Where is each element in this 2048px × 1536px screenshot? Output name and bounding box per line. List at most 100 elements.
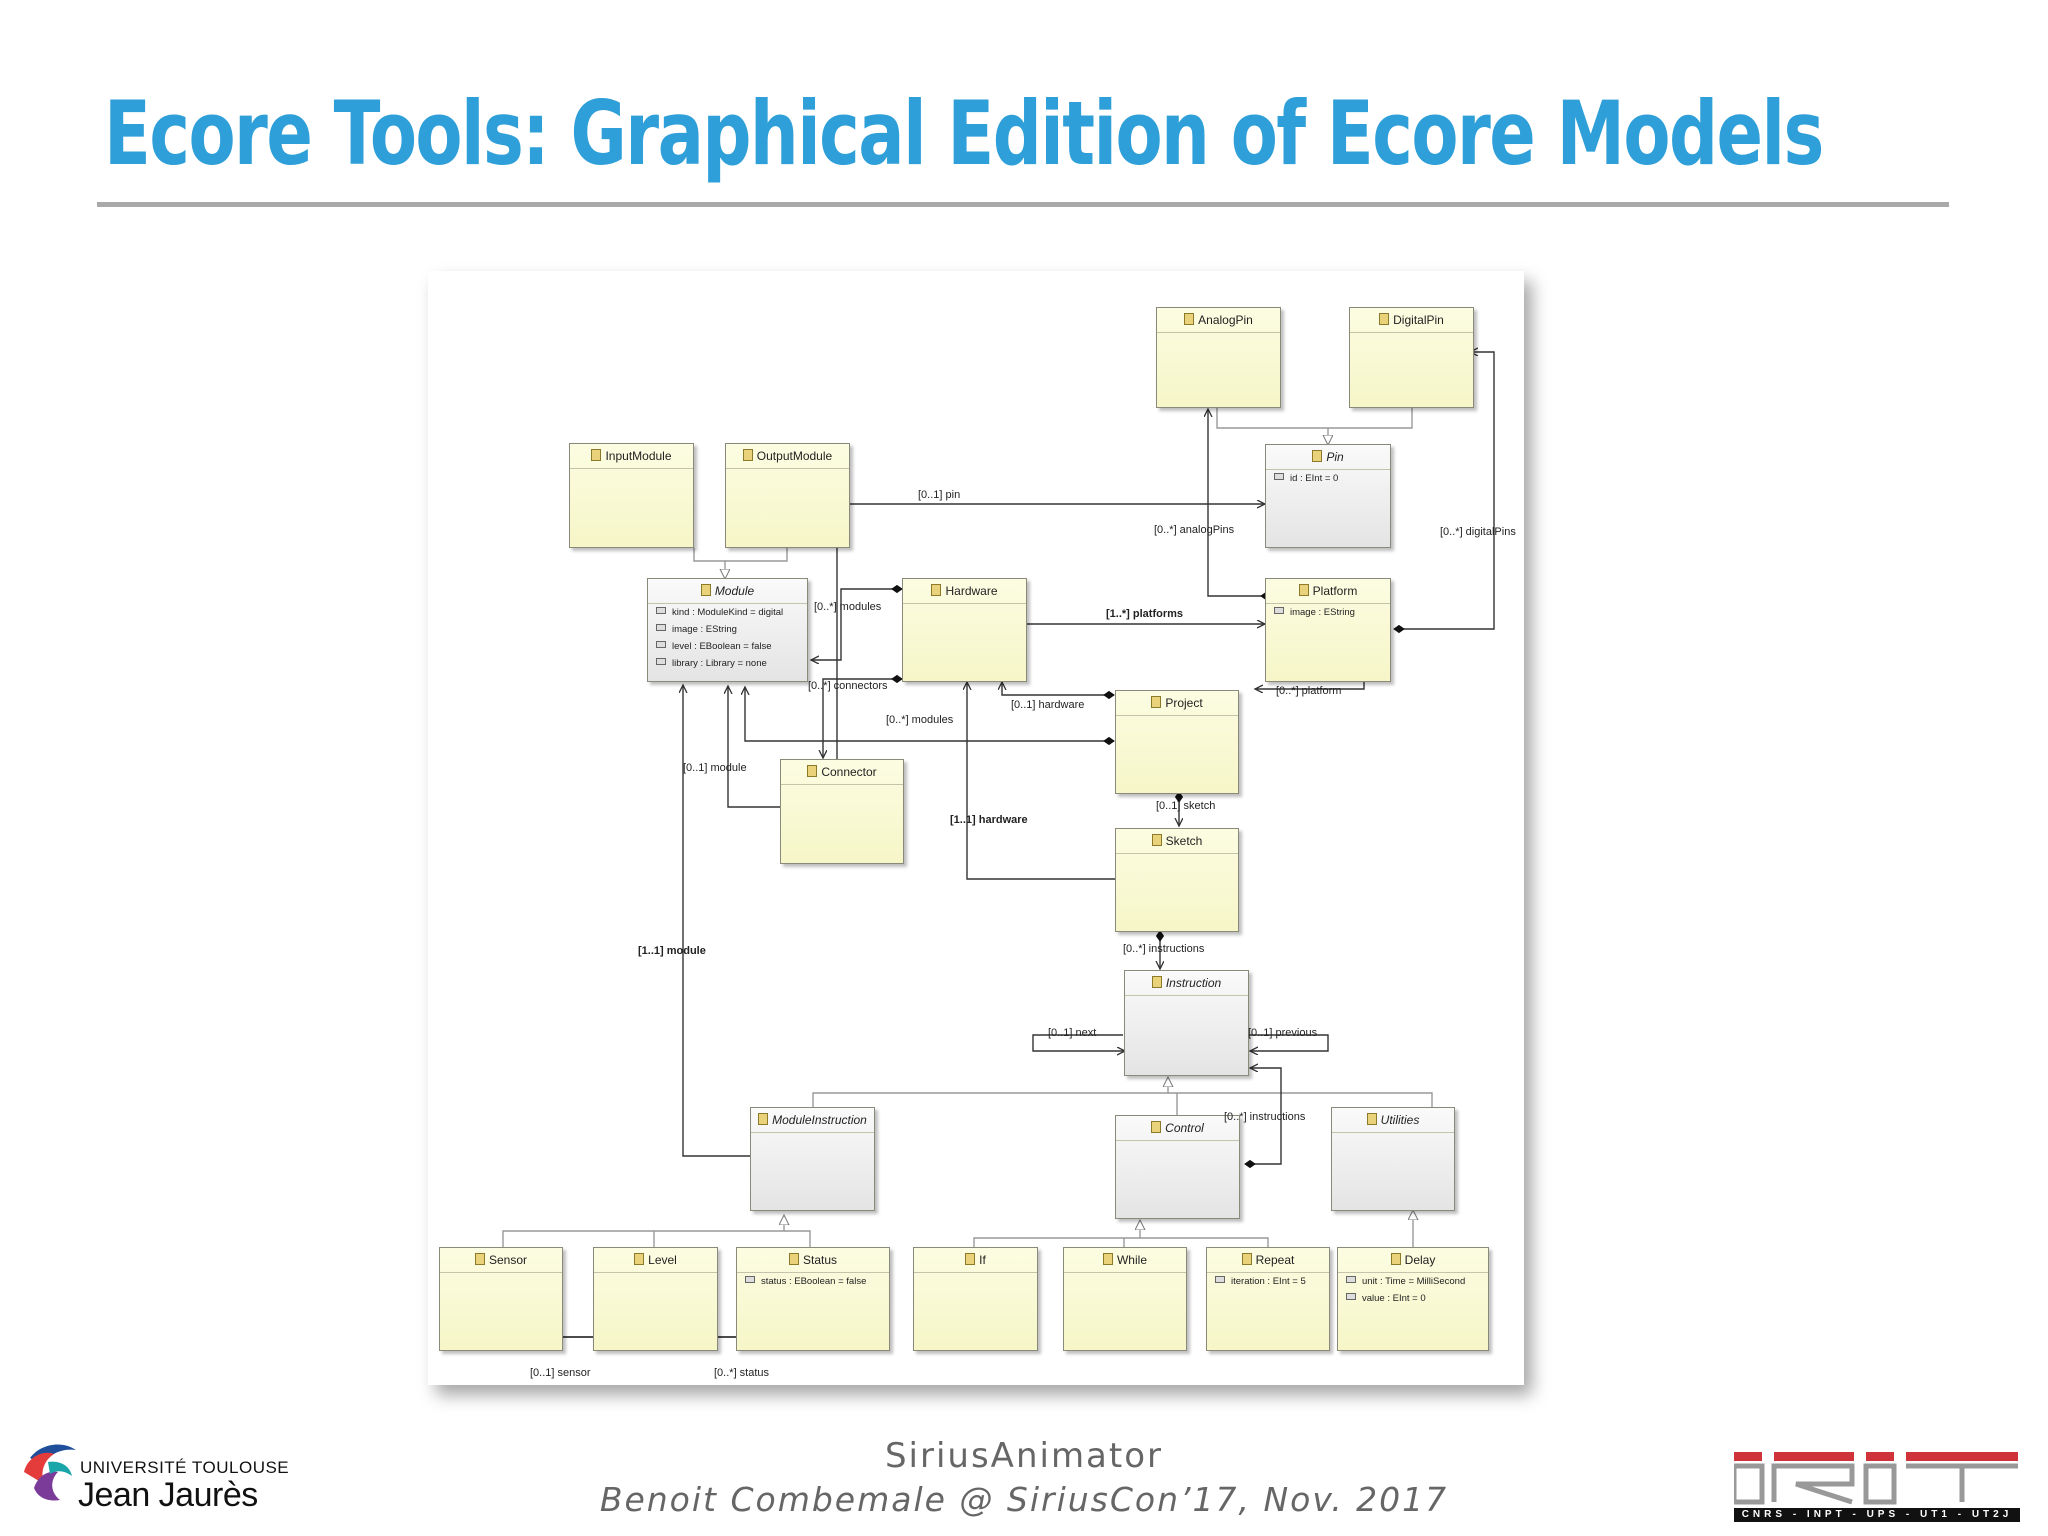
class-digitalpin[interactable]: DigitalPin [1349,307,1474,408]
eclass-icon [742,449,753,461]
eclass-icon [1390,1253,1401,1265]
relation-label: [1..1] hardware [950,814,1028,826]
class-attribute: id : EInt = 0 [1266,470,1390,487]
ecore-diagram: AnalogPin DigitalPin Pin id : EInt = 0 I… [428,271,1524,1385]
irit-wordmark-icon [1731,1452,2018,1505]
relation-label: [0..1] previous [1248,1027,1318,1039]
class-name: Status [802,1253,838,1267]
university-name: UNIVERSITÉ TOULOUSE [80,1458,290,1477]
gen-repeat-control [1140,1237,1269,1247]
gen-inputmodule-module [693,548,725,578]
class-status[interactable]: Status status : EBoolean = false [736,1247,890,1351]
class-name: OutputModule [756,449,833,463]
class-name: Utilities [1380,1113,1420,1127]
slide-title: Ecore Tools: Graphical Edition of Ecore … [104,82,1824,185]
ut-emblem-icon [24,1444,76,1501]
class-project[interactable]: Project [1115,690,1239,794]
class-name: Pin [1326,450,1344,464]
eclass-icon [1184,313,1195,325]
relation-label: [0..1] module [683,762,747,774]
class-attribute: level : EBoolean = false [648,638,807,655]
class-name: Sketch [1165,834,1203,848]
ref-modules-project [745,687,1114,741]
class-repeat[interactable]: Repeat iteration : EInt = 5 [1206,1247,1330,1351]
class-analogpin[interactable]: AnalogPin [1156,307,1281,408]
class-platform[interactable]: Platform image : EString [1265,578,1391,682]
relation-label: [0..1] pin [918,489,961,501]
eclass-icon [1379,313,1390,325]
irit-partners: CNRS - INPT - UPS - UT1 - UT2J [1734,1508,2020,1522]
relation-label: [0..1] next [1048,1027,1097,1039]
class-name: Platform [1312,584,1358,598]
diagram-connectors [502,271,1495,1385]
relation-label: [0..1] sketch [1156,800,1216,812]
eclass-icon [807,765,818,777]
gen-digitalpin-pin [1328,408,1413,429]
class-hardware[interactable]: Hardware [902,578,1027,682]
class-module[interactable]: Module kind : ModuleKind = digital image… [647,578,808,682]
eclass-icon [1298,584,1309,596]
ref-module-mi [683,685,750,1157]
eclass-icon [1241,1253,1252,1265]
ref-module-connector [728,686,780,808]
ref-next [1032,1034,1125,1051]
eclass-icon [474,1253,485,1265]
class-while[interactable]: While [1063,1247,1187,1351]
title-divider [97,202,1949,207]
gen-outputmodule-module [725,548,788,562]
university-subname: Jean Jaurès [78,1476,258,1514]
class-delay[interactable]: Delay unit : Time = MilliSecond value : … [1337,1247,1489,1351]
eclass-icon [758,1113,769,1125]
footer-project: SiriusAnimator [884,1436,1164,1476]
gen-moduleinstruction-instruction [812,1078,1168,1107]
class-name: Hardware [945,584,998,598]
relation-label: [0..*] instructions [1123,943,1205,955]
eclass-icon [591,449,602,461]
class-attribute: status : EBoolean = false [737,1273,889,1290]
class-connector[interactable]: Connector [780,759,904,864]
ref-instructions-control [1245,1068,1282,1164]
relation-label: [0..*] modules [814,601,882,613]
ref-digitalpins [1394,352,1495,629]
relation-label: [0..1] hardware [1011,699,1085,711]
class-attribute: value : EInt = 0 [1338,1290,1488,1307]
eclass-icon [1366,1113,1377,1125]
eclass-icon [1151,834,1162,846]
class-sketch[interactable]: Sketch [1115,828,1239,932]
class-name: Instruction [1165,976,1222,990]
eclass-icon [1102,1253,1113,1265]
class-control[interactable]: Control [1115,1115,1240,1219]
class-name: ModuleInstruction [772,1113,867,1127]
class-utilities[interactable]: Utilities [1331,1107,1455,1211]
class-instruction[interactable]: Instruction [1124,970,1249,1076]
class-level[interactable]: Level [593,1247,718,1351]
gen-analogpin-pin [1216,408,1328,444]
eclass-icon [965,1253,976,1265]
class-attribute: library : Library = none [648,655,807,672]
class-name: Connector [821,765,877,779]
universite-toulouse-logo: UNIVERSITÉ TOULOUSE Jean Jaurès [18,1436,318,1518]
class-outputmodule[interactable]: OutputModule [725,443,850,548]
ref-previous [1249,1034,1329,1051]
class-pin[interactable]: Pin id : EInt = 0 [1265,444,1391,548]
gen-sensor-mi [502,1216,784,1247]
class-attribute: unit : Time = MilliSecond [1338,1273,1488,1290]
eclass-icon [1151,976,1162,988]
gen-utilities-instruction [1168,1092,1433,1107]
relation-label: [1..1] module [638,945,706,957]
gen-if-control [973,1221,1140,1247]
class-name: Control [1165,1121,1204,1135]
class-inputmodule[interactable]: InputModule [569,443,694,548]
class-name: If [979,1253,986,1267]
relation-label: [0..1] sensor [530,1367,591,1379]
class-name: While [1116,1253,1147,1267]
class-moduleinstruction[interactable]: ModuleInstruction [750,1107,875,1211]
ref-hardware-sketch [967,682,1115,880]
class-sensor[interactable]: Sensor [439,1247,563,1351]
eclass-icon [931,584,942,596]
class-if[interactable]: If [913,1247,1038,1351]
class-name: Sensor [488,1253,528,1267]
relation-label: [0..*] platform [1276,685,1342,697]
class-name: Module [714,584,755,598]
relation-label: [0..*] modules [886,714,954,726]
